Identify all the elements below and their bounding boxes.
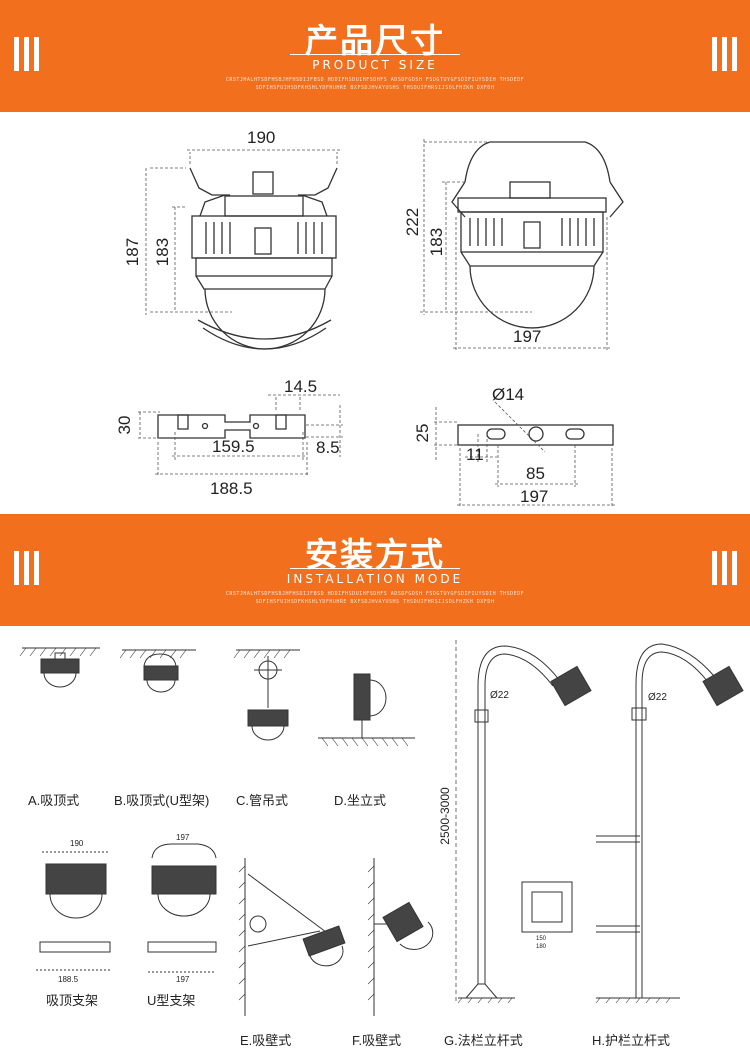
section-subtitle: INSTALLATION MODE (286, 572, 464, 586)
label-a: A.吸顶式 (28, 793, 80, 808)
installation-drawings: Ø22 Ø22 150 180 2500-3000 190 197 188.5 … (19, 640, 744, 1016)
divider (290, 54, 460, 55)
bars-icon-right (712, 37, 738, 71)
dim-bracket-slot: 14.5 (284, 377, 317, 396)
section-subtitle: PRODUCT SIZE (312, 58, 438, 72)
dim-left-height-outer: 187 (123, 238, 142, 266)
label-bracket-1: 吸顶支架 (46, 993, 99, 1008)
dim-u-span: 85 (526, 464, 545, 483)
pole-dia-h: Ø22 (648, 692, 667, 703)
pole-height: 2500-3000 (438, 787, 452, 845)
mode-d-stand (318, 673, 415, 747)
label-b: B.吸顶式(U型架) (114, 793, 210, 808)
label-bracket-2: U型支架 (147, 993, 196, 1008)
lamp-side-view (189, 167, 338, 350)
bars-icon-right (712, 551, 738, 585)
mini-dim-3: 188.5 (58, 975, 79, 984)
bars-icon-left (14, 551, 40, 585)
label-g: G.法栏立杆式 (444, 1033, 523, 1048)
dim-bracket-height: 30 (115, 416, 134, 435)
mode-a-ceiling (19, 647, 100, 688)
g-plate-total: 180 (536, 944, 547, 950)
dim-u-height: 25 (413, 424, 432, 443)
dim-bracket-hole-span: 159.5 (212, 437, 255, 456)
ceiling-bracket (157, 414, 306, 439)
label-f: F.吸壁式 (352, 1033, 402, 1048)
pole-dia-g: Ø22 (490, 690, 509, 701)
label-d: D.坐立式 (334, 793, 387, 808)
dim-bracket-total: 188.5 (210, 479, 253, 498)
installation-banner: 安装方式 INSTALLATION MODE CRSTJHALHTSDFHSBJ… (0, 514, 750, 626)
divider (290, 568, 460, 569)
mode-e-wall (238, 858, 346, 1016)
lamp-front-view (451, 141, 624, 329)
filler-text: CRSTJHALHTSDFHSBJHFHSDIJFBSD HDDIFHSDUIH… (225, 591, 525, 605)
mode-c-pipe (233, 649, 300, 741)
label-e: E.吸壁式 (240, 1033, 292, 1048)
g-plate-dim: 150 (536, 936, 547, 942)
dim-right-width: 197 (513, 327, 541, 346)
filler-text: CRSTJHALHTSDFHSBJHFHSDIJFBSD HDDIFHSDUIH… (225, 77, 525, 91)
mini-lamp-drawing-2 (147, 843, 217, 973)
u-bracket (457, 424, 614, 446)
product-size-banner: 产品尺寸 PRODUCT SIZE CRSTJHALHTSDFHSBJHFHSD… (0, 0, 750, 112)
dim-u-total: 197 (520, 487, 548, 506)
section-title: 安装方式 (305, 535, 445, 574)
mode-b-ceiling-u (119, 649, 196, 693)
mode-g-pole (455, 640, 592, 1004)
mini-dim-4: 197 (176, 975, 190, 984)
bars-icon-left (14, 37, 40, 71)
mini-dim-2: 197 (176, 833, 190, 842)
dim-left-height-inner: 183 (153, 238, 172, 266)
section-title: 产品尺寸 (305, 21, 445, 60)
mini-dim-1: 190 (70, 839, 84, 848)
label-h: H.护栏立杆式 (592, 1033, 671, 1048)
dim-bracket-hole-dia: 8.5 (316, 438, 340, 457)
product-size-drawings: 190 187 183 222 183 197 30 14.5 159.5 8.… (115, 128, 624, 507)
label-c: C.管吊式 (236, 793, 289, 808)
dim-right-height-inner: 183 (427, 228, 446, 256)
dim-u-offset: 11 (466, 445, 484, 464)
dim-left-width: 190 (247, 128, 275, 147)
mode-h-pole (595, 643, 744, 1004)
mini-lamp-drawing-1 (36, 851, 111, 971)
mode-f-wall (367, 858, 434, 1016)
dim-right-height-outer: 222 (403, 208, 422, 236)
dim-u-hole: Ø14 (492, 385, 524, 404)
